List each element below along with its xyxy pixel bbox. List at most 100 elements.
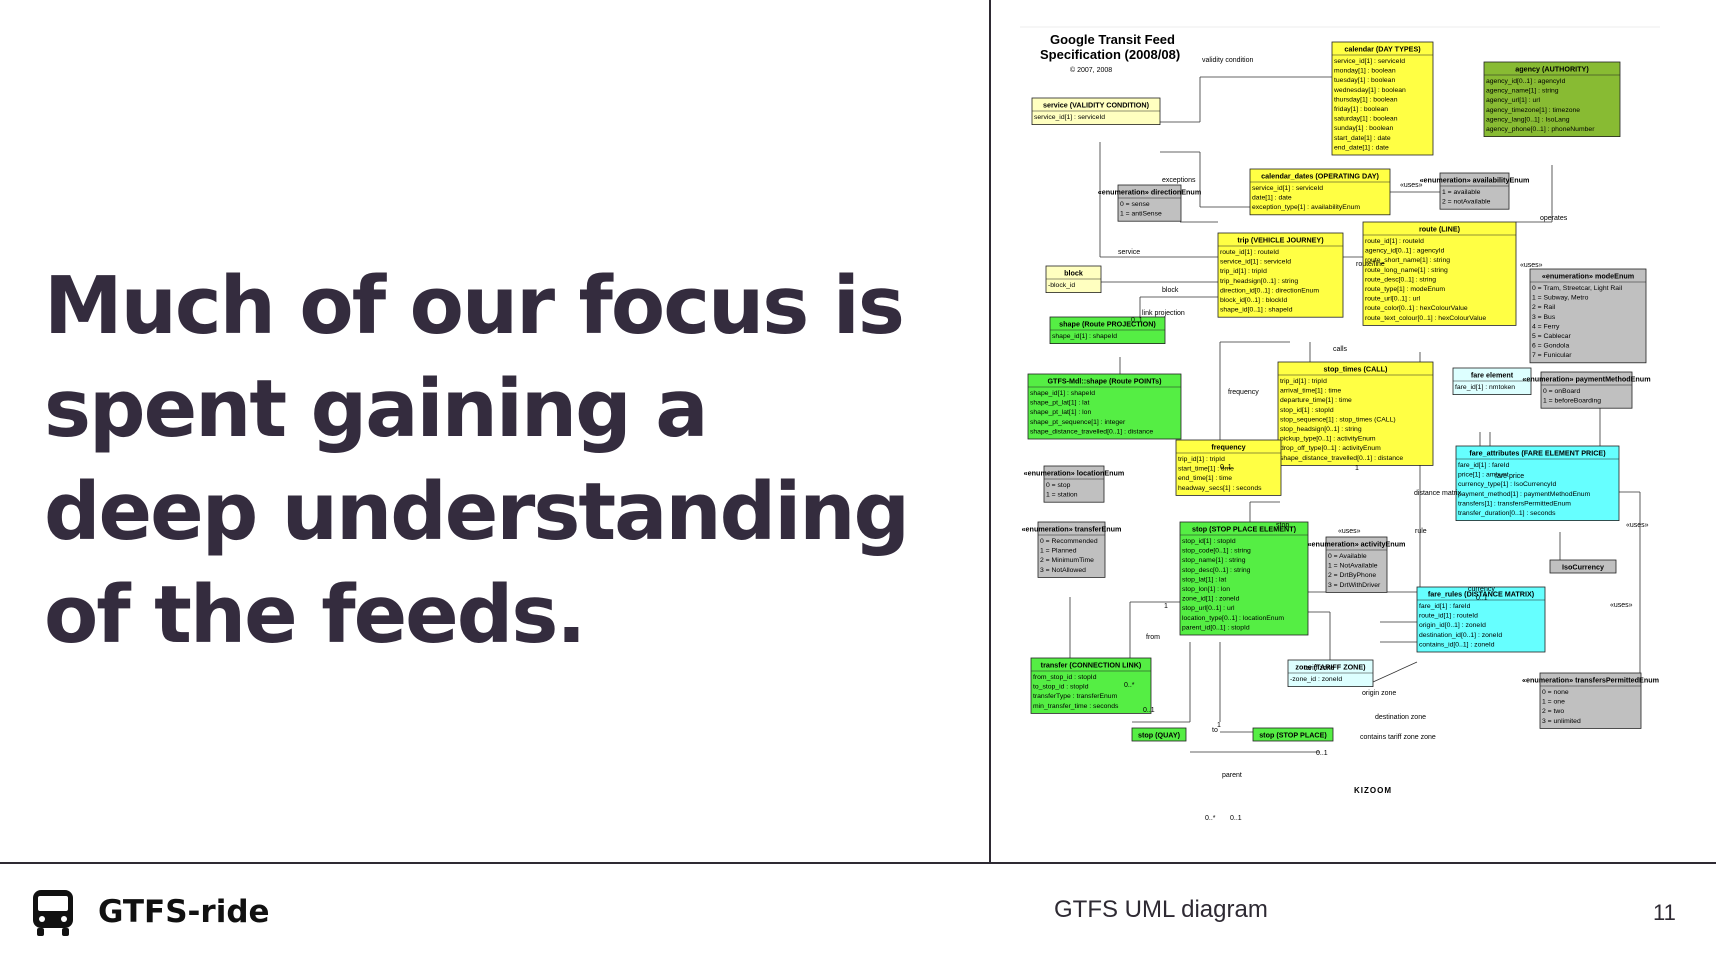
- uml-attribute: 0 = none: [1542, 689, 1569, 696]
- uml-relation-label: block: [1162, 287, 1179, 294]
- uml-relation-label: 1: [1217, 722, 1221, 729]
- uml-attribute: departure_time[1] : time: [1280, 397, 1352, 404]
- uml-class-title: route (LINE): [1419, 225, 1461, 234]
- uml-attribute: route_id[1] : routeId: [1220, 249, 1279, 256]
- uml-attribute: 0 = Available: [1328, 553, 1367, 560]
- uml-attribute: service_id[1] : serviceId: [1220, 259, 1291, 266]
- uml-attribute: route_desc[0..1] : string: [1365, 276, 1436, 283]
- uml-attribute: currency_type[1] : IsoCurrencyId: [1458, 481, 1556, 488]
- uml-attribute: route_color[0..1] : hexColourValue: [1365, 305, 1468, 312]
- uml-class-box: stop (STOP PLACE ELEMENT)stop_id[1] : st…: [1179, 521, 1309, 636]
- uml-attribute: 1 = station: [1046, 492, 1078, 499]
- brand-name: GTFS-ride: [98, 894, 270, 930]
- uml-attribute: shape_distance_travelled[0..1] : distanc…: [1280, 455, 1403, 462]
- uml-class-title: frequency: [1211, 443, 1245, 452]
- uml-relation-label: distance matrix: [1414, 490, 1462, 497]
- uml-attribute: transferType : transferEnum: [1033, 693, 1118, 700]
- diagram-copyright: © 2007, 2008: [1070, 66, 1112, 74]
- uml-attribute: shape_pt_lat[1] : lat: [1030, 400, 1089, 407]
- uml-relation-label: origin zone: [1362, 690, 1396, 697]
- uml-class-title: shape (Route PROJECTION): [1059, 320, 1156, 329]
- uml-relation-label: «uses»: [1520, 262, 1543, 269]
- uml-attribute: 1 = NotAvailable: [1328, 563, 1378, 570]
- uml-attribute: 2 = two: [1542, 708, 1564, 715]
- uml-attribute: arrival_time[1] : time: [1280, 388, 1341, 395]
- uml-attribute: 2 = MinimumTime: [1040, 557, 1094, 564]
- bus-icon: [33, 890, 73, 936]
- uml-attribute: start_time[1] : time: [1178, 466, 1234, 473]
- uml-class-title: fare_attributes (FARE ELEMENT PRICE): [1469, 449, 1606, 458]
- uml-class-box: block-block_id: [1045, 265, 1102, 294]
- uml-class-title: agency (AUTHORITY): [1515, 65, 1589, 74]
- uml-attribute: headway_secs[1] : seconds: [1178, 485, 1262, 492]
- uml-relation-label: frequency: [1228, 389, 1259, 396]
- footer-divider: [0, 862, 1716, 864]
- uml-attribute: stop_url[0..1] : url: [1182, 605, 1235, 612]
- uml-attribute: 6 = Gondola: [1532, 343, 1569, 350]
- uml-relation-label: «uses»: [1610, 602, 1633, 609]
- uml-class-title: «enumeration» availabilityEnum: [1420, 176, 1530, 185]
- uml-class-title: «enumeration» transfersPermittedEnum: [1522, 676, 1659, 685]
- uml-attribute: fare_id[1] : fareId: [1458, 462, 1510, 469]
- uml-attribute: stop_code[0..1] : string: [1182, 548, 1251, 555]
- uml-relation-label: rule: [1415, 528, 1427, 535]
- uml-relation-label: to: [1212, 727, 1218, 734]
- uml-relation-label: parent: [1222, 772, 1242, 779]
- uml-attribute: end_time[1] : time: [1178, 475, 1232, 482]
- uml-attribute: 1 = one: [1542, 699, 1565, 706]
- uml-attribute: route_id[1] : routeId: [1365, 238, 1424, 245]
- uml-class-title: service (VALIDITY CONDITION): [1043, 101, 1150, 110]
- uml-attribute: route_type[1] : modeEnum: [1365, 286, 1445, 293]
- uml-attribute: shape_distance_travelled[0..1] : distanc…: [1030, 428, 1153, 435]
- uml-attribute: agency_id[0..1] : agencyId: [1486, 78, 1566, 85]
- uml-attribute: stop_lat[1] : lat: [1182, 576, 1226, 583]
- uml-relation-label: tariff zone: [1304, 665, 1335, 672]
- uml-class-title: calendar_dates (OPERATING DAY): [1261, 172, 1379, 181]
- uml-attribute: contains_id[0..1] : zoneId: [1419, 641, 1495, 648]
- uml-class-box: transfer (CONNECTION LINK)from_stop_id :…: [1030, 657, 1152, 714]
- uml-class-title: «enumeration» activityEnum: [1308, 540, 1406, 549]
- uml-attribute: 1 = beforeBoarding: [1543, 398, 1601, 405]
- uml-class-title: transfer (CONNECTION LINK): [1041, 661, 1142, 670]
- diagram-title-line1: Google Transit Feed: [1050, 32, 1175, 47]
- uml-attribute: 2 = DrtByPhone: [1328, 572, 1376, 579]
- uml-class-box: route (LINE)route_id[1] : routeIdagency_…: [1362, 221, 1517, 326]
- uml-attribute: 3 = DrtWithDriver: [1328, 582, 1381, 589]
- uml-attribute: 1 = antiSense: [1120, 211, 1162, 218]
- uml-relation-label: route/line: [1356, 261, 1385, 268]
- uml-relation-label: 0..1: [1143, 707, 1155, 714]
- uml-attribute: parent_id[0..1] : stopId: [1182, 624, 1250, 631]
- uml-attribute: shape_pt_sequence[1] : integer: [1030, 419, 1126, 426]
- uml-attribute: thursday[1] : boolean: [1334, 96, 1398, 103]
- uml-relation-label: operates: [1540, 215, 1568, 222]
- uml-attribute: stop_desc[0..1] : string: [1182, 567, 1251, 574]
- uml-relation-label: service: [1118, 249, 1140, 256]
- uml-class-title: «enumeration» paymentMethodEnum: [1522, 375, 1650, 384]
- uml-class-title: fare element: [1471, 371, 1514, 380]
- page-number: 11: [1653, 900, 1676, 925]
- uml-attribute: stop_headsign[0..1] : string: [1280, 426, 1362, 433]
- uml-relation-label: «uses»: [1338, 528, 1361, 535]
- uml-attribute: agency_name[1] : string: [1486, 88, 1559, 95]
- uml-attribute: stop_name[1] : string: [1182, 557, 1246, 564]
- uml-attribute: service_id[1] : serviceId: [1252, 185, 1323, 192]
- uml-relation-label: destination zone: [1375, 714, 1426, 721]
- uml-attribute: -block_id: [1048, 282, 1075, 289]
- uml-attribute: exception_type[1] : availabilityEnum: [1252, 204, 1360, 211]
- uml-relation-label: link projection: [1142, 310, 1185, 317]
- uml-relation-label: 0..1: [1316, 750, 1328, 757]
- uml-attribute: 2 = notAvailable: [1442, 199, 1491, 206]
- uml-attribute: 3 = unlimited: [1542, 718, 1581, 725]
- uml-attribute: direction_id[0..1] : directionEnum: [1220, 287, 1319, 294]
- uml-attribute: min_transfer_time : seconds: [1033, 703, 1119, 710]
- uml-attribute: monday[1] : boolean: [1334, 68, 1396, 75]
- uml-relation-label: 0..1: [1220, 464, 1232, 471]
- uml-attribute: 1 = Subway, Metro: [1532, 295, 1589, 302]
- uml-attribute: drop_off_type[0..1] : activityEnum: [1280, 445, 1381, 452]
- uml-relation-label: stop: [1276, 522, 1289, 529]
- uml-attribute: shape_id[1] : shapeId: [1030, 390, 1095, 397]
